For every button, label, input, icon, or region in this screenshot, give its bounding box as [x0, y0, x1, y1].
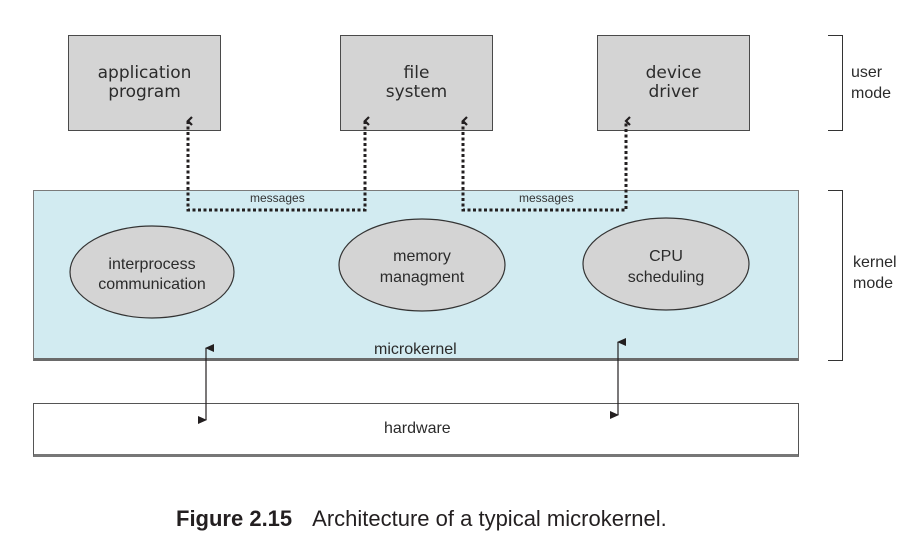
box-label-line2: system: [385, 82, 448, 102]
box-label-line1: device: [645, 63, 702, 83]
caption-text: Architecture of a typical microkernel.: [312, 506, 667, 531]
user-mode-bracket: [828, 35, 843, 131]
cpu-ellipse: [582, 217, 750, 311]
message-path-right: [461, 116, 631, 212]
kernel-mode-label: kernel mode: [853, 252, 897, 294]
mode-label-line1: user: [851, 64, 883, 81]
mode-label-line2: mode: [853, 275, 894, 292]
ipc-ellipse: [69, 225, 235, 319]
cpu-scheduling-service: CPU scheduling: [582, 217, 750, 311]
service-label-line2: managment: [380, 269, 465, 286]
figure-number: Figure 2.15: [176, 506, 293, 531]
message-path-left: [186, 116, 370, 212]
figure-caption: Figure 2.15 Architecture of a typical mic…: [176, 506, 667, 532]
service-label-line2: scheduling: [628, 269, 705, 286]
box-label-line1: file: [403, 63, 430, 83]
kernel-mode-bracket: [828, 190, 843, 361]
mode-label-line2: mode: [851, 85, 892, 102]
messages-label-left: messages: [250, 191, 305, 205]
user-mode-label: user mode: [851, 62, 891, 104]
service-label-line2: communication: [98, 276, 206, 293]
hardware-box: [33, 403, 799, 457]
box-label-line2: program: [108, 82, 181, 102]
service-label-line1: CPU: [649, 248, 683, 265]
mode-label-line1: kernel: [853, 254, 897, 271]
box-label-line1: application: [97, 63, 192, 83]
memory-management-service: memory managment: [338, 218, 506, 312]
ipc-service: interprocess communication: [69, 225, 235, 319]
microkernel-label: microkernel: [374, 341, 457, 358]
messages-label-right: messages: [519, 191, 574, 205]
box-label-line2: driver: [648, 82, 699, 102]
hardware-label: hardware: [384, 420, 451, 437]
service-label-line1: memory: [393, 248, 451, 265]
memory-ellipse: [338, 218, 506, 312]
service-label-line1: interprocess: [108, 256, 195, 273]
